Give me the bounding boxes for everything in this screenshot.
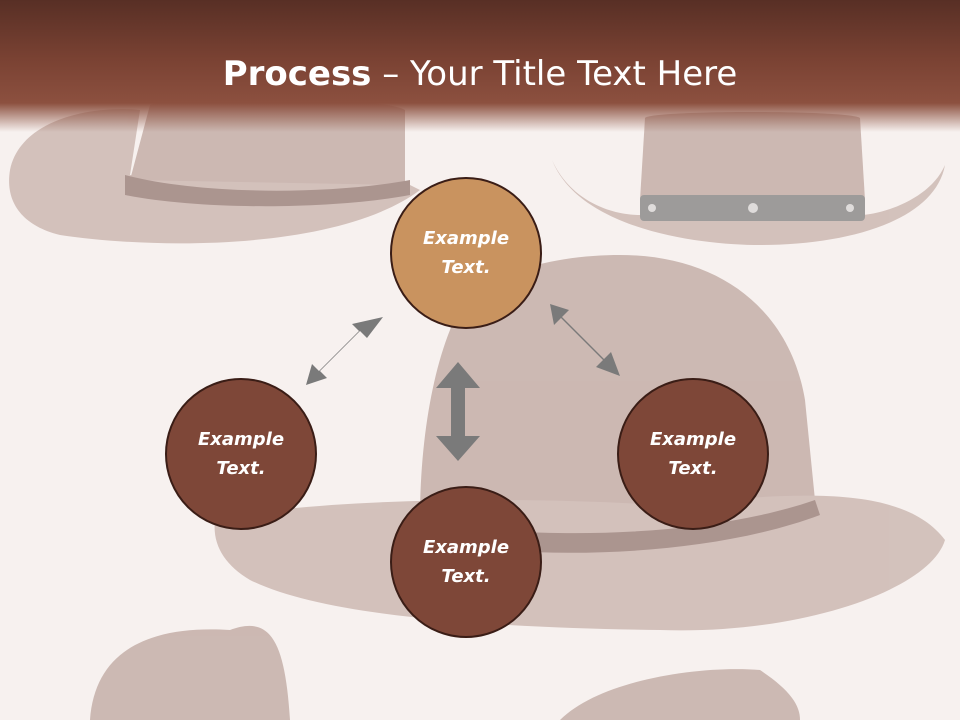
process-node-top: Example Text. xyxy=(390,177,542,329)
process-node-left: Example Text. xyxy=(165,378,317,530)
node-label: Example Text. xyxy=(422,228,510,278)
double-arrow-vertical xyxy=(436,362,480,461)
node-label: Example Text. xyxy=(649,429,737,479)
title-banner xyxy=(0,0,960,132)
process-node-right: Example Text. xyxy=(617,378,769,530)
node-label: Example Text. xyxy=(422,537,510,587)
title-rest: – Your Title Text Here xyxy=(371,54,738,94)
node-label: Example Text. xyxy=(197,429,285,479)
slide-title: Process – Your Title Text Here xyxy=(0,52,960,96)
title-bold: Process xyxy=(222,54,372,94)
double-arrow-left-top xyxy=(306,317,383,385)
process-node-bottom: Example Text. xyxy=(390,486,542,638)
double-arrow-right-top xyxy=(550,304,620,376)
